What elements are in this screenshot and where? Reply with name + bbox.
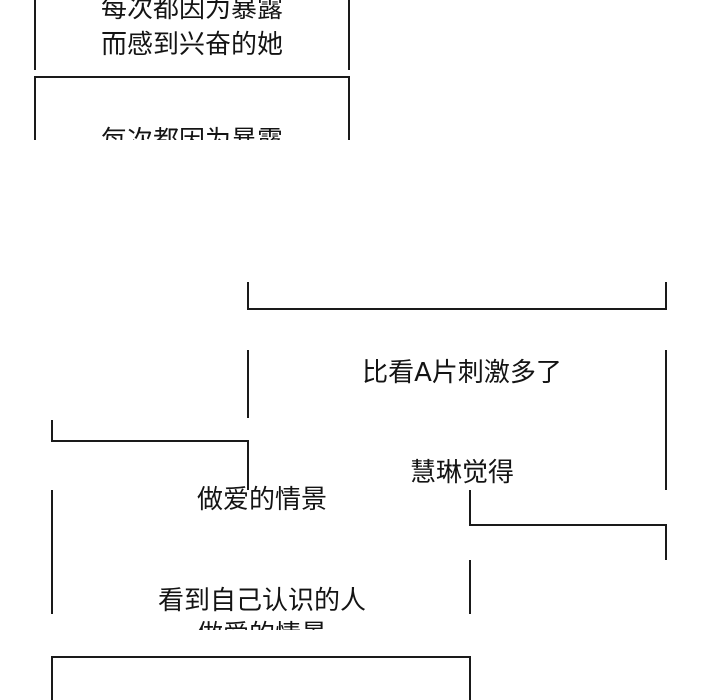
bracket-line [469,560,471,630]
caption-box-top: 每次都因为暴露 而感到兴奋的她 [34,0,350,70]
caption-text: 每次都因为暴露 [101,124,283,140]
bracket-line [665,282,667,310]
border-right [348,0,350,70]
border-left [34,76,36,140]
bracket-line [469,524,667,526]
caption-box-bottom [51,656,471,700]
bracket-line [247,282,249,310]
caption-text: 而感到兴奋的她 [100,30,284,60]
border-right [469,656,471,700]
bracket-line [247,350,249,418]
bracket-line [51,490,53,630]
bracket-line [247,308,667,310]
bracket-line [51,420,53,442]
border-top [34,76,350,78]
caption-text: 看到自己认识的人 [157,586,367,616]
caption-cut: 做爱的情景 [51,614,471,630]
bracket-line [247,440,249,490]
border-left [34,0,36,70]
bracket-line [665,524,667,560]
caption-text: 慧琳觉得 [409,458,515,488]
bracket-line [665,350,667,490]
caption-text: 做爱的情景 [197,618,327,630]
border-left [51,656,53,700]
bracket-line [51,440,249,442]
caption-text: 做爱的情景 [196,485,328,515]
bracket-line [469,490,471,526]
border-right [348,76,350,140]
caption-text: 比看A片刺激多了 [362,358,562,388]
caption-text: 每次都因为暴露 [100,0,284,24]
caption-box-top-2: 每次都因为暴露 [34,76,350,140]
border-top [51,656,471,658]
